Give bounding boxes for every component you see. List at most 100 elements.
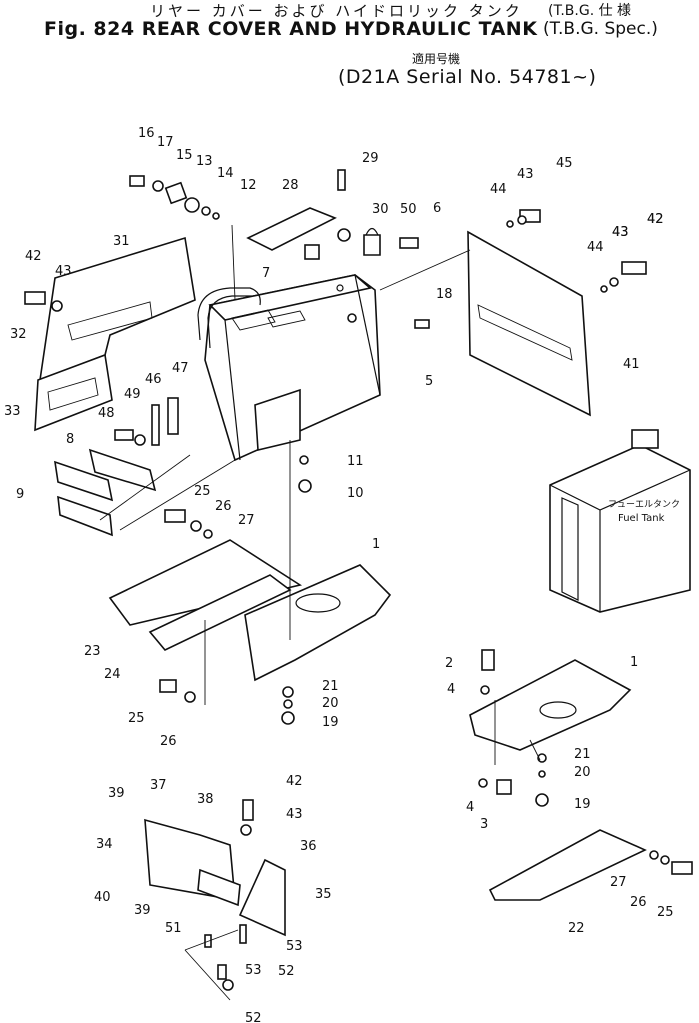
frame-1-left xyxy=(244,564,392,682)
callout-43: 43 xyxy=(286,807,303,822)
plate-9b xyxy=(57,495,113,537)
callout-51: 51 xyxy=(165,921,182,936)
callout-19: 19 xyxy=(574,797,591,812)
callout-48: 48 xyxy=(98,406,115,421)
callout-3: 3 xyxy=(480,817,488,832)
callout-30: 30 xyxy=(372,202,389,217)
callout-13: 13 xyxy=(196,154,213,169)
callout-45: 45 xyxy=(556,156,573,171)
callout-25: 25 xyxy=(657,905,674,920)
callout-4: 4 xyxy=(466,800,474,815)
callout-41: 41 xyxy=(623,357,640,372)
callout-6: 6 xyxy=(433,201,441,216)
guard-39 xyxy=(238,858,286,937)
callout-14: 14 xyxy=(217,166,234,181)
callout-4: 4 xyxy=(447,682,455,697)
callout-43: 43 xyxy=(612,225,629,240)
callout-31: 31 xyxy=(113,234,130,249)
callout-42: 42 xyxy=(286,774,303,789)
callout-20: 20 xyxy=(574,765,591,780)
callout-35: 39 xyxy=(134,903,151,918)
guard-35 xyxy=(197,868,241,907)
top-plate-28 xyxy=(246,207,337,251)
title-block: リヤー カバー および ハイドロリック タンク Fig. 824 REAR CO… xyxy=(0,0,699,100)
cover-plate-33 xyxy=(34,353,113,432)
callout-33: 33 xyxy=(4,404,21,419)
callout-20: 20 xyxy=(322,696,339,711)
callout-15: 15 xyxy=(176,148,193,163)
callout-19: 19 xyxy=(322,715,339,730)
figure-title: Fig. 824 REAR COVER AND HYDRAULIC TANK xyxy=(44,18,538,40)
callout-43: 43 xyxy=(517,167,534,182)
callout-17: 17 xyxy=(157,135,174,150)
callout-1: 1 xyxy=(372,537,380,552)
callout-5: 5 xyxy=(425,374,433,389)
callout-21: 21 xyxy=(574,747,591,762)
callout-12: 12 xyxy=(240,178,257,193)
callout-32: 32 xyxy=(10,327,27,342)
callout-7: 7 xyxy=(262,266,270,281)
callout-26: 26 xyxy=(630,895,647,910)
callout-1: 1 xyxy=(630,655,638,670)
callout-2: 2 xyxy=(445,656,453,671)
callout-22: 22 xyxy=(568,921,585,936)
callout-53: 53 xyxy=(286,939,303,954)
callout-37: 37 xyxy=(150,778,167,793)
callout-50: 50 xyxy=(400,202,417,217)
callout-25: 25 xyxy=(194,484,211,499)
callout-27: 27 xyxy=(238,513,255,528)
callout-43: 43 xyxy=(55,264,72,279)
callout-46: 46 xyxy=(145,372,162,387)
callout-10: 10 xyxy=(347,486,364,501)
callout-21: 21 xyxy=(322,679,339,694)
callout-44: 44 xyxy=(490,182,507,197)
spec-english: (T.B.G. Spec.) xyxy=(543,19,658,39)
callout-26: 26 xyxy=(215,499,232,514)
callout-39: 35 xyxy=(315,887,332,902)
callout-44: 44 xyxy=(587,240,604,255)
callout-47: 47 xyxy=(172,361,189,376)
plate-9a xyxy=(54,460,114,502)
callout-43: 43 xyxy=(612,225,629,240)
callout-42: 42 xyxy=(647,212,664,227)
frame-1-right xyxy=(469,659,632,751)
callout-11: 11 xyxy=(347,454,364,469)
fuel-tank: フューエルタンク Fuel Tank xyxy=(549,429,691,613)
callout-36: 36 xyxy=(300,839,317,854)
spec-japanese: (T.B.G. 仕 様 xyxy=(548,3,632,19)
callout-labels: 16 17 15 13 14 12 28 29 30 50 6 44 43 45… xyxy=(4,126,674,1023)
callout-39: 39 xyxy=(108,786,125,801)
leader-lines xyxy=(99,224,541,1001)
callout-25: 25 xyxy=(128,711,145,726)
cover-plate-31 xyxy=(39,236,196,382)
callout-16: 16 xyxy=(138,126,155,141)
title-japanese: リヤー カバー および ハイドロリック タンク xyxy=(150,2,523,20)
callout-28: 28 xyxy=(282,178,299,193)
callout-34: 34 xyxy=(96,837,113,852)
callout-18: 18 xyxy=(436,287,453,302)
callout-52: 52 xyxy=(245,1011,262,1023)
callout-24: 24 xyxy=(104,667,121,682)
plate-23 xyxy=(108,539,303,626)
callout-29: 29 xyxy=(362,151,379,166)
tank-label-en: Fuel Tank xyxy=(618,513,665,524)
guard-22 xyxy=(488,829,647,901)
callout-53: 53 xyxy=(245,963,262,978)
callout-23: 23 xyxy=(84,644,101,659)
callout-38: 38 xyxy=(197,792,214,807)
callout-26: 26 xyxy=(160,734,177,749)
callout-8: 8 xyxy=(66,432,74,447)
callout-42: 42 xyxy=(25,249,42,264)
plate-8 xyxy=(88,448,157,492)
serial-japanese: 適用号機 xyxy=(412,52,461,66)
serial-english: (D21A Serial No. 54781~) xyxy=(338,66,597,88)
callout-52: 52 xyxy=(278,964,295,979)
side-panel-41 xyxy=(467,230,591,417)
callout-49: 49 xyxy=(124,387,141,402)
tank-label-jp: フューエルタンク xyxy=(608,499,680,510)
callout-40: 40 xyxy=(94,890,111,905)
callout-42: 42 xyxy=(647,212,664,227)
rear-cover-box xyxy=(197,274,381,462)
callout-9: 9 xyxy=(16,487,24,502)
